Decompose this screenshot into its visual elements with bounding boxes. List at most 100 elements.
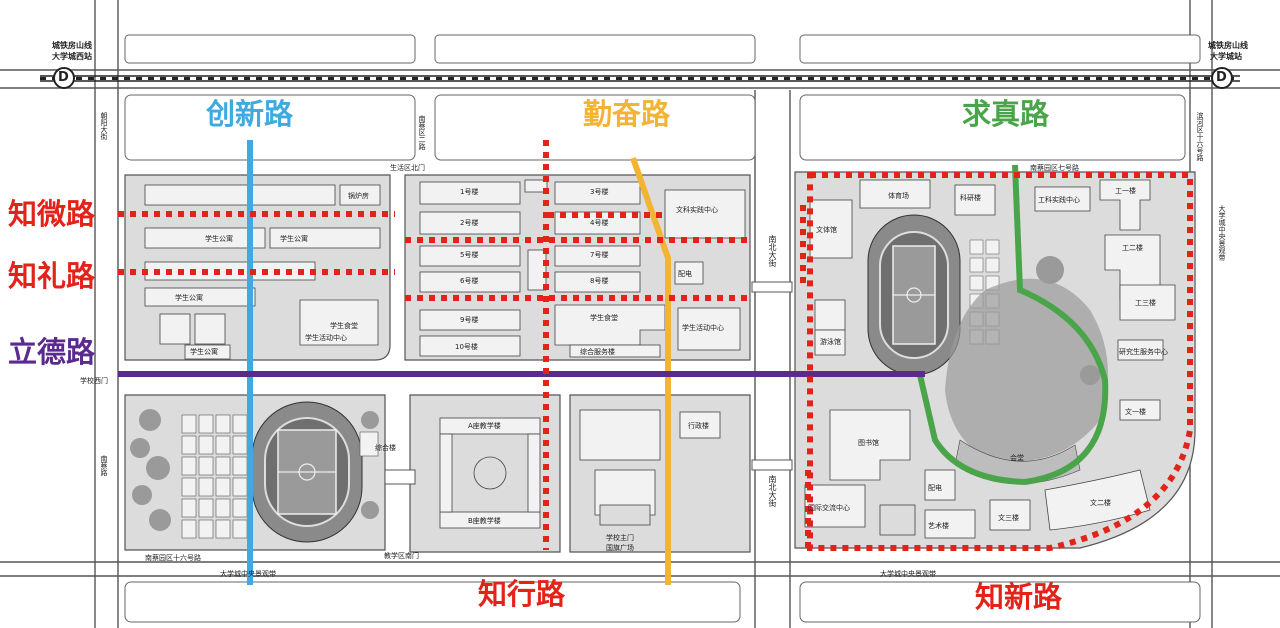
metro-glyph-east: D — [1216, 70, 1227, 85]
label-e2: 游泳馆 — [820, 337, 841, 346]
bridges — [384, 281, 793, 485]
label-d2: 学生公寓 — [280, 234, 308, 243]
gate-west: 学校西门 — [80, 377, 108, 385]
metro-icon-west — [53, 67, 75, 89]
road-label-qiuzhen: 求真路 — [962, 97, 1050, 131]
street-south-mid: 大学城中央景观带 — [220, 570, 276, 578]
court-cell — [215, 414, 231, 434]
label-c2: 配电 — [678, 269, 692, 278]
gate-main: 学校主门 — [606, 534, 634, 542]
court-cell — [215, 519, 231, 539]
label-e1: 文体馆 — [816, 225, 837, 234]
label-b8: 8号楼 — [590, 276, 608, 285]
label-t2: B座教学楼 — [468, 516, 501, 525]
central-dorm-buildings — [419, 179, 746, 358]
label-e14: 研究生服务中心 — [1119, 347, 1168, 356]
label-b10: 10号楼 — [455, 342, 478, 351]
label-e7: 工三楼 — [1135, 298, 1156, 307]
court-cell — [198, 519, 214, 539]
street-south-west: 南蔡园区十六号路 — [145, 554, 201, 562]
label-b7: 7号楼 — [590, 250, 608, 259]
east-buildings — [804, 179, 1176, 539]
court-cell — [181, 456, 197, 476]
label-e5: 工一楼 — [1115, 186, 1136, 195]
court-cell — [198, 435, 214, 455]
label-c5: 综合服务楼 — [580, 347, 615, 356]
label-d7: 学生活动中心 — [305, 333, 347, 342]
court-cell — [232, 414, 248, 434]
court-cell — [985, 257, 1000, 273]
court-cell — [215, 456, 231, 476]
court-cell — [181, 435, 197, 455]
label-e17: 配电 — [928, 483, 942, 492]
station-east-line: 城铁房山线 — [1208, 41, 1248, 50]
street-mid-vertical-south: 南北大街 — [768, 475, 777, 507]
gate-north: 生活区北门 — [390, 164, 425, 172]
railway — [40, 75, 1240, 82]
road-label-qinfen: 勤奋路 — [583, 97, 671, 131]
street-south-east: 大学城中央景观带 — [880, 570, 936, 578]
label-b9: 9号楼 — [460, 315, 478, 324]
street-mid-vertical: 南北大街 — [768, 235, 777, 267]
road-label-zhixing: 知行路 — [478, 577, 566, 611]
street-middle-north: 南蔡区二路 — [418, 115, 426, 150]
label-t1: A座教学楼 — [468, 421, 501, 430]
road-zhiwei — [118, 211, 750, 243]
teaching-buildings — [439, 409, 721, 529]
label-c6: 综合楼 — [375, 443, 396, 452]
court-cell — [198, 498, 214, 518]
street-west-vertical: 朝阳大街 — [100, 112, 108, 140]
building-labels: 学生公寓 学生公寓 学生公寓 学生公寓 锅炉房 学生食堂 学生活动中心 1号楼 … — [175, 186, 1168, 530]
street-east-gray: 滨河区十六号路 — [1196, 112, 1204, 161]
label-d1: 学生公寓 — [205, 234, 233, 243]
label-b6: 6号楼 — [460, 276, 478, 285]
label-b2: 2号楼 — [460, 218, 478, 227]
road-overlays — [118, 140, 1193, 585]
court-cell — [198, 456, 214, 476]
label-d6: 学生食堂 — [330, 321, 358, 330]
south-blocks — [124, 581, 1201, 623]
label-d4: 学生公寓 — [190, 347, 218, 356]
court-cell — [232, 456, 248, 476]
label-e9: 国际交流中心 — [808, 503, 850, 512]
road-qiuzhen — [917, 164, 1109, 486]
road-label-zhili: 知礼路 — [8, 259, 96, 293]
station-west-name: 大学城西站 — [52, 52, 92, 61]
court-cell — [181, 414, 197, 434]
court-cell — [215, 435, 231, 455]
metro-glyph-west: D — [58, 70, 69, 85]
label-e16: 体育场 — [888, 191, 909, 200]
road-label-chuangxin: 创新路 — [206, 97, 294, 131]
court-cell — [181, 498, 197, 518]
station-east-name: 大学城站 — [1210, 52, 1242, 61]
road-zhixin — [800, 172, 1193, 551]
label-e11: 文三楼 — [998, 513, 1019, 522]
label-b5: 5号楼 — [460, 250, 478, 259]
road-qinfen — [630, 157, 671, 585]
street-west-vertical-2: 南蔡路 — [100, 455, 108, 476]
court-cell — [969, 257, 984, 273]
court-cell — [985, 239, 1000, 255]
label-c1: 文科实践中心 — [676, 205, 718, 214]
court-cell — [232, 477, 248, 497]
label-e15: 会堂 — [1010, 453, 1024, 462]
label-d3: 学生公寓 — [175, 293, 203, 302]
street-north-east-small: 南蔡园区七号路 — [1030, 164, 1079, 172]
road-label-lide: 立德路 — [8, 335, 96, 369]
east-stadium — [867, 214, 1000, 376]
label-e10: 艺术楼 — [928, 521, 949, 530]
label-b1: 1号楼 — [460, 187, 478, 196]
north-blocks — [124, 34, 1201, 161]
court-cell — [215, 477, 231, 497]
court-cell — [181, 477, 197, 497]
gate-square: 国旗广场 — [606, 544, 634, 552]
court-cell — [198, 477, 214, 497]
label-e4: 工科实践中心 — [1038, 195, 1080, 204]
street-east-vertical: 大学城中央景观带 — [1218, 205, 1226, 261]
label-b3: 3号楼 — [590, 187, 608, 196]
east-park — [945, 256, 1108, 485]
label-e12: 文二楼 — [1090, 498, 1111, 507]
court-cell — [232, 498, 248, 518]
